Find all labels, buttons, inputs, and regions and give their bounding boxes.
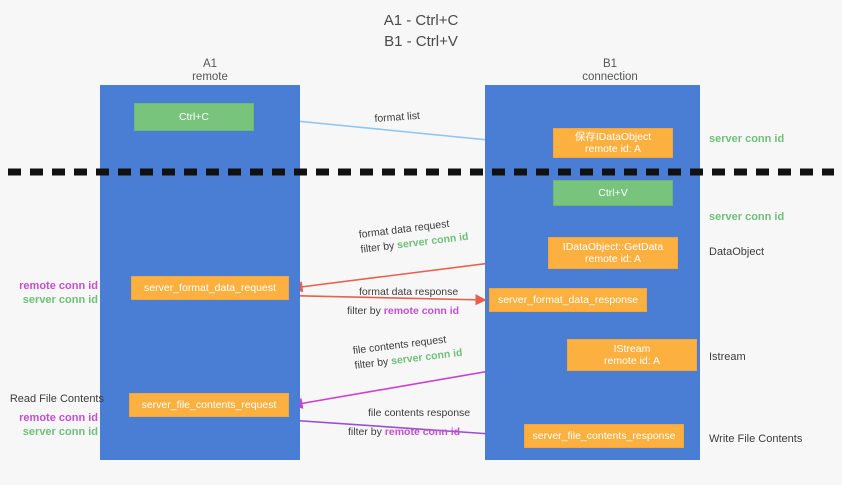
node-file-contents-response-label: server_file_contents_response bbox=[532, 429, 676, 442]
label-istream: Istream bbox=[709, 351, 746, 363]
column-b1-sub: connection bbox=[582, 71, 638, 83]
label-read-file-contents: Read File Contents bbox=[9, 393, 104, 405]
annotation-file-contents-response-text: file contents response bbox=[368, 407, 471, 419]
column-b1-name: B1 bbox=[602, 58, 618, 70]
node-istream-sub: remote id: A bbox=[603, 355, 661, 367]
node-file-contents-request-label: server_file_contents_request bbox=[141, 398, 277, 411]
annotation-format-data-response-filter: filter by remote conn id bbox=[347, 304, 459, 319]
node-server-format-data-response[interactable]: server_format_data_response bbox=[489, 288, 647, 312]
filter-by-text-2: filter by bbox=[347, 305, 381, 317]
filter-by-text-4: filter by bbox=[348, 426, 382, 438]
label-conn-ids-format: remote conn id server conn id bbox=[8, 279, 98, 307]
label-server-conn-id-top: server conn id bbox=[709, 133, 785, 145]
label-server-conn-id-file: server conn id bbox=[22, 426, 98, 438]
node-ctrl-c[interactable]: Ctrl+C bbox=[134, 103, 254, 131]
node-save-idataobject-label: 保存IDataObject bbox=[574, 130, 652, 143]
node-getdata-label: IDataObject::GetData bbox=[562, 240, 664, 253]
column-a1-name: A1 bbox=[202, 58, 218, 70]
column-header-b1: B1 connection bbox=[520, 58, 700, 84]
label-server-conn-id-second: server conn id bbox=[709, 211, 785, 223]
annotation-format-data-response: format data response filter by remote co… bbox=[347, 285, 459, 319]
filter-key-remote-conn-id-1: remote conn id bbox=[383, 305, 460, 317]
node-save-idataobject-sub: remote id: A bbox=[584, 143, 642, 155]
node-server-format-data-request[interactable]: server_format_data_request bbox=[131, 276, 289, 300]
node-format-data-response-label: server_format_data_response bbox=[497, 293, 639, 306]
diagram-title: A1 - Ctrl+C B1 - Ctrl+V bbox=[0, 10, 842, 52]
column-a1-sub: remote bbox=[192, 71, 228, 83]
label-remote-conn-id-file: remote conn id bbox=[19, 412, 98, 424]
label-server-conn-id-format: server conn id bbox=[22, 294, 98, 306]
node-istream[interactable]: IStream remote id: A bbox=[567, 339, 697, 371]
node-format-data-request-label: server_format_data_request bbox=[144, 281, 276, 294]
node-getdata-sub: remote id: A bbox=[584, 253, 642, 265]
label-dataobject: DataObject bbox=[709, 246, 765, 258]
node-istream-label: IStream bbox=[613, 342, 651, 355]
node-save-idataobject[interactable]: 保存IDataObject remote id: A bbox=[553, 128, 673, 158]
annotation-file-contents-response: file contents response filter by remote … bbox=[348, 406, 471, 440]
column-header-a1: A1 remote bbox=[120, 58, 300, 84]
title-line-2: B1 - Ctrl+V bbox=[384, 33, 458, 50]
annotation-file-contents-response-filter: filter by remote conn id bbox=[348, 425, 470, 440]
annotation-format-data-response-text: format data response bbox=[359, 286, 459, 298]
node-ctrl-v[interactable]: Ctrl+V bbox=[553, 180, 673, 206]
node-ctrl-v-label: Ctrl+V bbox=[598, 186, 628, 199]
filter-key-remote-conn-id-2: remote conn id bbox=[384, 426, 461, 438]
label-conn-ids-file: remote conn id server conn id bbox=[8, 411, 98, 439]
node-server-file-contents-response[interactable]: server_file_contents_response bbox=[524, 424, 684, 448]
node-server-file-contents-request[interactable]: server_file_contents_request bbox=[129, 393, 289, 417]
title-line-1: A1 - Ctrl+C bbox=[383, 12, 459, 29]
label-write-file-contents: Write File Contents bbox=[709, 433, 803, 445]
node-idataobject-getdata[interactable]: IDataObject::GetData remote id: A bbox=[548, 237, 678, 269]
label-remote-conn-id-format: remote conn id bbox=[19, 280, 98, 292]
node-ctrl-c-label: Ctrl+C bbox=[178, 110, 210, 123]
